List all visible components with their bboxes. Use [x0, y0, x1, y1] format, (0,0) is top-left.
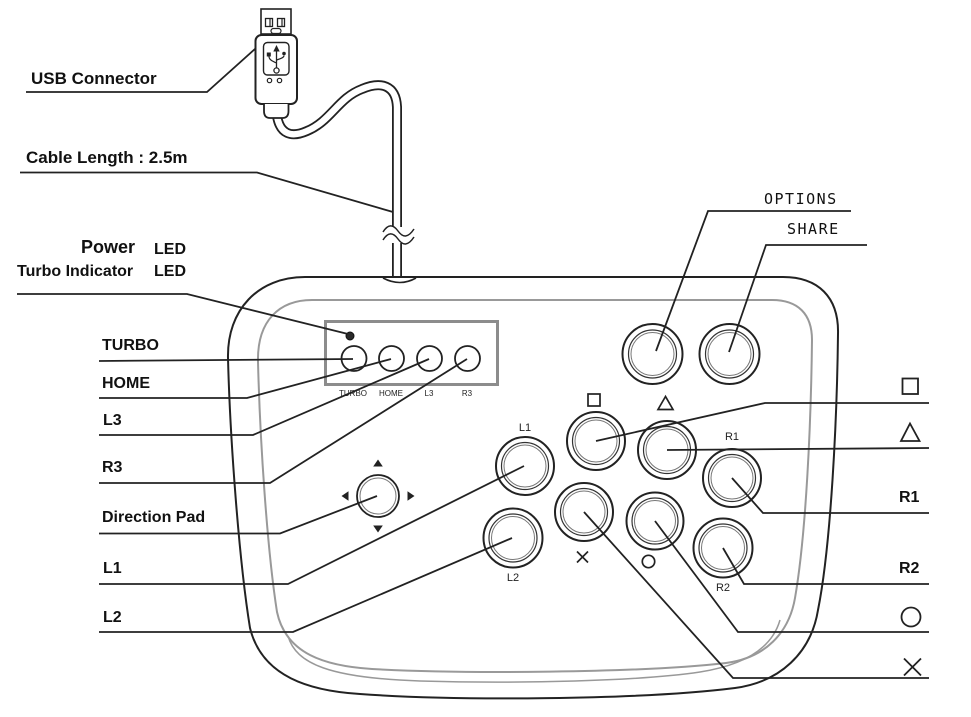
usb-pin-hole [264, 17, 274, 28]
share-label: SHARE [787, 220, 840, 238]
power-led-label: LED [154, 241, 186, 258]
indicator-panel [324, 320, 499, 386]
square-symbol-icon [587, 393, 601, 407]
usb-trident-icon [266, 45, 286, 74]
r3-label: R3 [102, 459, 123, 476]
controller-inner-line [256, 299, 814, 673]
r1-margin-label: R1 [899, 489, 920, 506]
home-leader-line [99, 358, 392, 399]
triangle-symbol-icon [899, 421, 922, 442]
l2-leader-line [99, 537, 513, 633]
l3-label: L3 [103, 412, 122, 429]
share-button [698, 323, 761, 385]
turbo-leader-line [98, 358, 354, 362]
circle-symbol-icon [641, 554, 656, 569]
turbo-label: TURBO [102, 337, 159, 354]
controller-bottom-bevel [287, 619, 781, 683]
l1-label: L1 [103, 560, 122, 577]
dpad-up-arrow-icon [373, 459, 383, 467]
circle-margin-leader-line [654, 520, 929, 633]
l1-button-label: L1 [518, 422, 532, 434]
usb-connector-label: USB Connector [31, 69, 157, 88]
options-button [621, 323, 684, 385]
leader-lines [17, 47, 930, 679]
triangle-margin-leader-line [666, 447, 930, 451]
cross-symbol-icon [903, 657, 922, 677]
panel-home-label: HOME [379, 389, 403, 398]
dpad [341, 459, 415, 533]
square-margin-leader-line [595, 402, 929, 442]
cable-length-leader-line [20, 171, 394, 213]
circle-symbol-icon [900, 606, 922, 628]
l3-small-button [416, 345, 443, 372]
direction-pad-leader-line [99, 495, 378, 535]
usb-cable [272, 80, 415, 278]
l3-leader-line [99, 358, 430, 436]
l2-button [482, 507, 544, 569]
dpad-right-arrow-icon [407, 491, 415, 501]
panel-l3-label: L3 [424, 389, 434, 398]
r2-margin-leader-line [722, 547, 929, 585]
square-symbol-icon [901, 377, 919, 395]
l1-button [495, 436, 555, 496]
r3-small-button [454, 345, 481, 372]
cable-break-icon [382, 225, 415, 245]
r3-leader-line [99, 358, 468, 484]
dpad-left-arrow-icon [341, 491, 349, 501]
r1-margin-leader-line [731, 477, 929, 514]
dpad-arrow-icons [341, 459, 415, 533]
power-label: Power [81, 237, 136, 257]
cross-face-button [554, 482, 614, 542]
cable-entry-notch [382, 277, 417, 284]
l2-label: L2 [103, 609, 122, 626]
options-label: OPTIONS [764, 190, 838, 208]
usb-connector-leader-line [26, 47, 257, 93]
turbo-indicator-label: Turbo Indicator [17, 263, 134, 280]
cable-length-label: Cable Length : 2.5m [26, 148, 188, 167]
led-leader-line [17, 293, 349, 335]
direction-pad-label: Direction Pad [102, 509, 206, 526]
usb-pin-hole [276, 17, 286, 28]
panel-r3-label: R3 [461, 389, 473, 398]
cross-symbol-icon [576, 550, 589, 564]
l2-button-label: L2 [506, 572, 520, 584]
r2-margin-label: R2 [899, 560, 920, 577]
options-leader-line [655, 210, 851, 352]
home-small-button [378, 345, 405, 372]
triangle-symbol-icon [656, 394, 675, 411]
share-leader-line [728, 244, 867, 353]
panel-turbo-label: TURBO [339, 389, 367, 398]
l1-leader-line [99, 465, 525, 585]
cross-margin-leader-line [583, 511, 929, 679]
dpad-down-arrow-icon [373, 525, 383, 533]
usb-connector-illustration [254, 8, 298, 119]
home-label: HOME [102, 375, 150, 392]
turbo-indicator-led-label: LED [154, 263, 186, 280]
r1-button-label: R1 [724, 431, 740, 443]
r2-button-label: R2 [715, 582, 731, 594]
